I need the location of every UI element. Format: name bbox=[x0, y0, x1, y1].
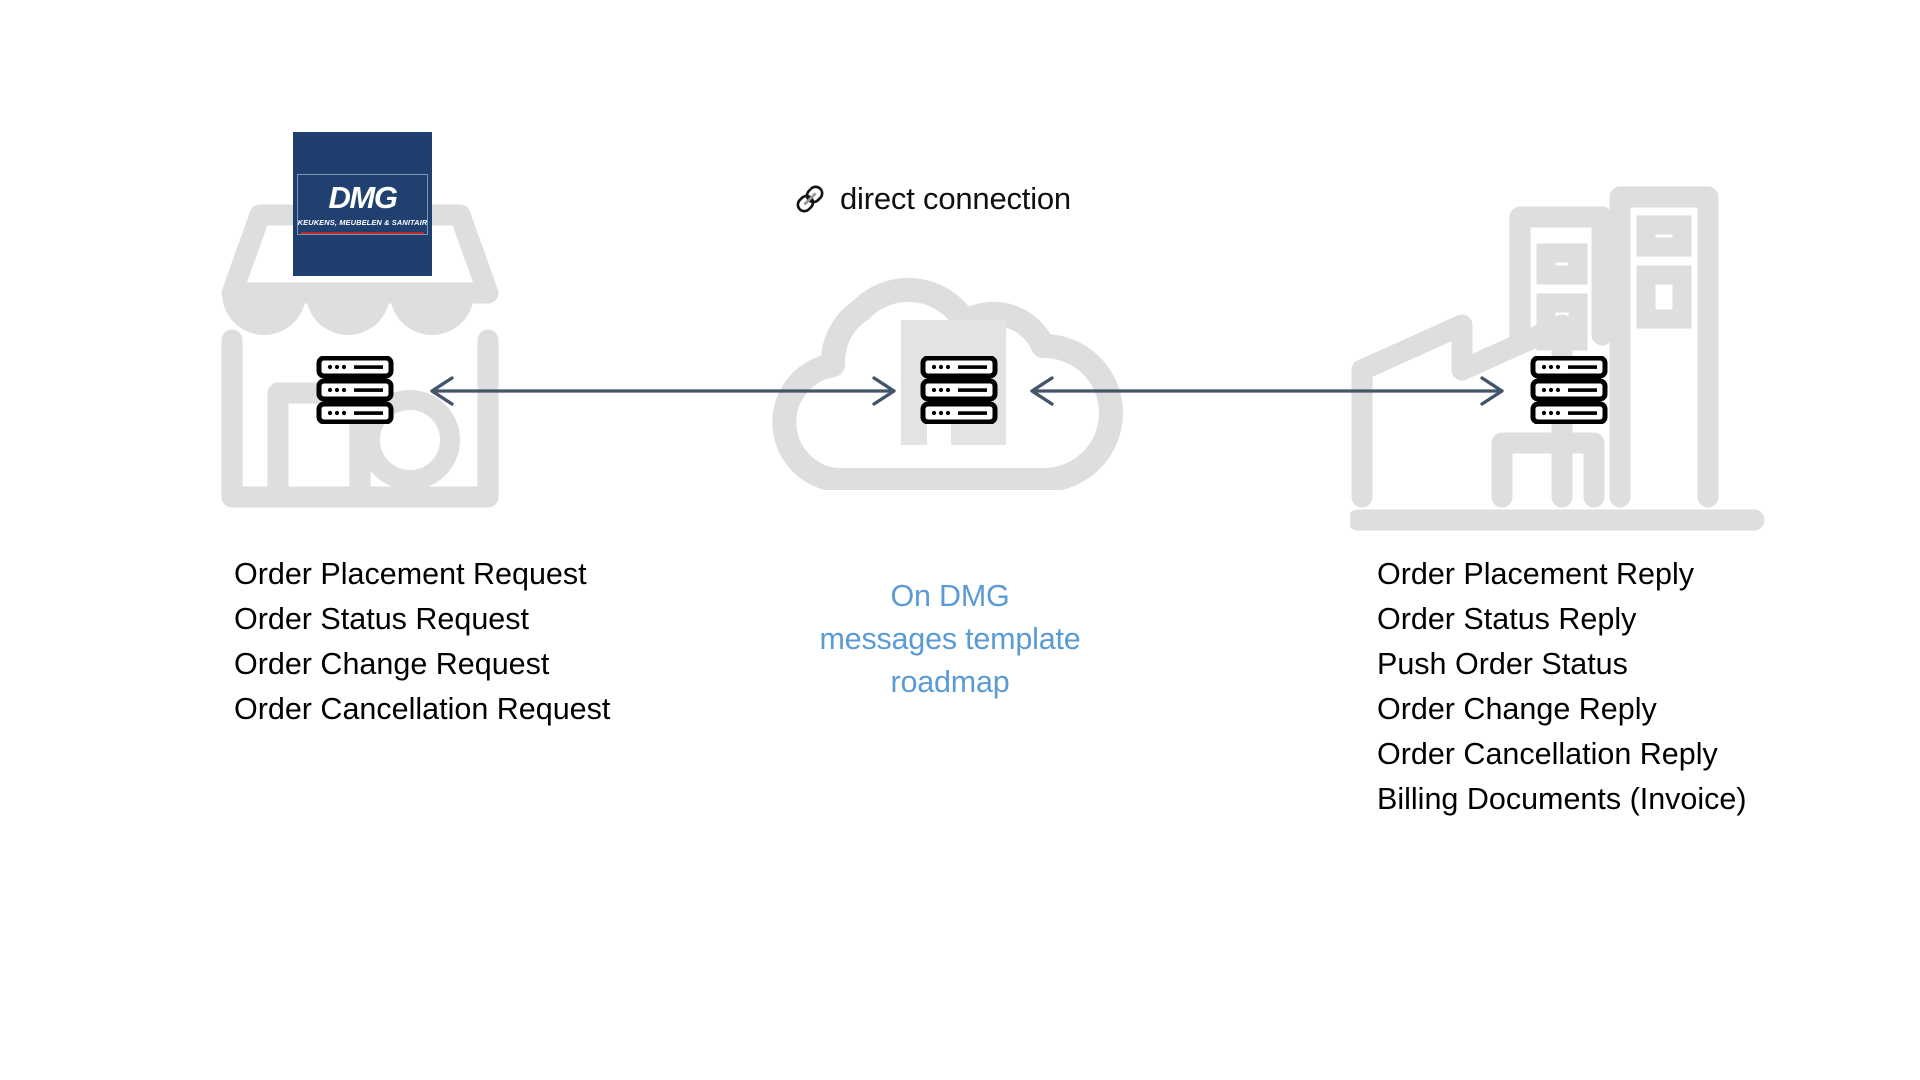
list-item: Order Status Request bbox=[234, 602, 529, 636]
list-item: Order Cancellation Request bbox=[234, 692, 611, 726]
dmg-logo-red-underline bbox=[301, 232, 424, 234]
list-item: Order Cancellation Reply bbox=[1377, 737, 1718, 771]
server-rack-icon-cloud bbox=[920, 355, 998, 425]
cloud-caption: On DMG messages template roadmap bbox=[740, 575, 1160, 704]
cloud-caption-line: messages template bbox=[819, 622, 1081, 656]
server-rack-icon-factory bbox=[1530, 355, 1608, 425]
dmg-logo-inner: DMG KEUKENS, MEUBELEN & SANITAIR bbox=[297, 174, 428, 235]
outbound-message-list: Order Placement Request Order Status Req… bbox=[234, 552, 610, 732]
chain-link-icon bbox=[793, 182, 827, 216]
list-item: Order Placement Request bbox=[234, 557, 587, 591]
direct-connection-text: direct connection bbox=[840, 181, 1071, 216]
cloud-caption-line: roadmap bbox=[890, 665, 1010, 699]
list-item: Order Placement Reply bbox=[1377, 557, 1694, 591]
dmg-logo-tagline: KEUKENS, MEUBELEN & SANITAIR bbox=[297, 217, 428, 227]
arrow-cloud-factory bbox=[1018, 375, 1516, 407]
list-item: Order Change Reply bbox=[1377, 692, 1657, 726]
list-item: Order Status Reply bbox=[1377, 602, 1637, 636]
dmg-logo-wordmark: DMG bbox=[328, 179, 398, 215]
arrow-store-cloud bbox=[418, 375, 908, 407]
server-rack-icon-store bbox=[316, 355, 394, 425]
list-item: Order Change Request bbox=[234, 647, 550, 681]
list-item: Billing Documents (Invoice) bbox=[1377, 782, 1747, 816]
dmg-logo: DMG KEUKENS, MEUBELEN & SANITAIR bbox=[293, 132, 432, 276]
list-item: Push Order Status bbox=[1377, 647, 1628, 681]
direct-connection-label: direct connection bbox=[793, 182, 1071, 216]
cloud-caption-line: On DMG bbox=[890, 579, 1010, 613]
inbound-message-list: Order Placement Reply Order Status Reply… bbox=[1377, 552, 1747, 822]
